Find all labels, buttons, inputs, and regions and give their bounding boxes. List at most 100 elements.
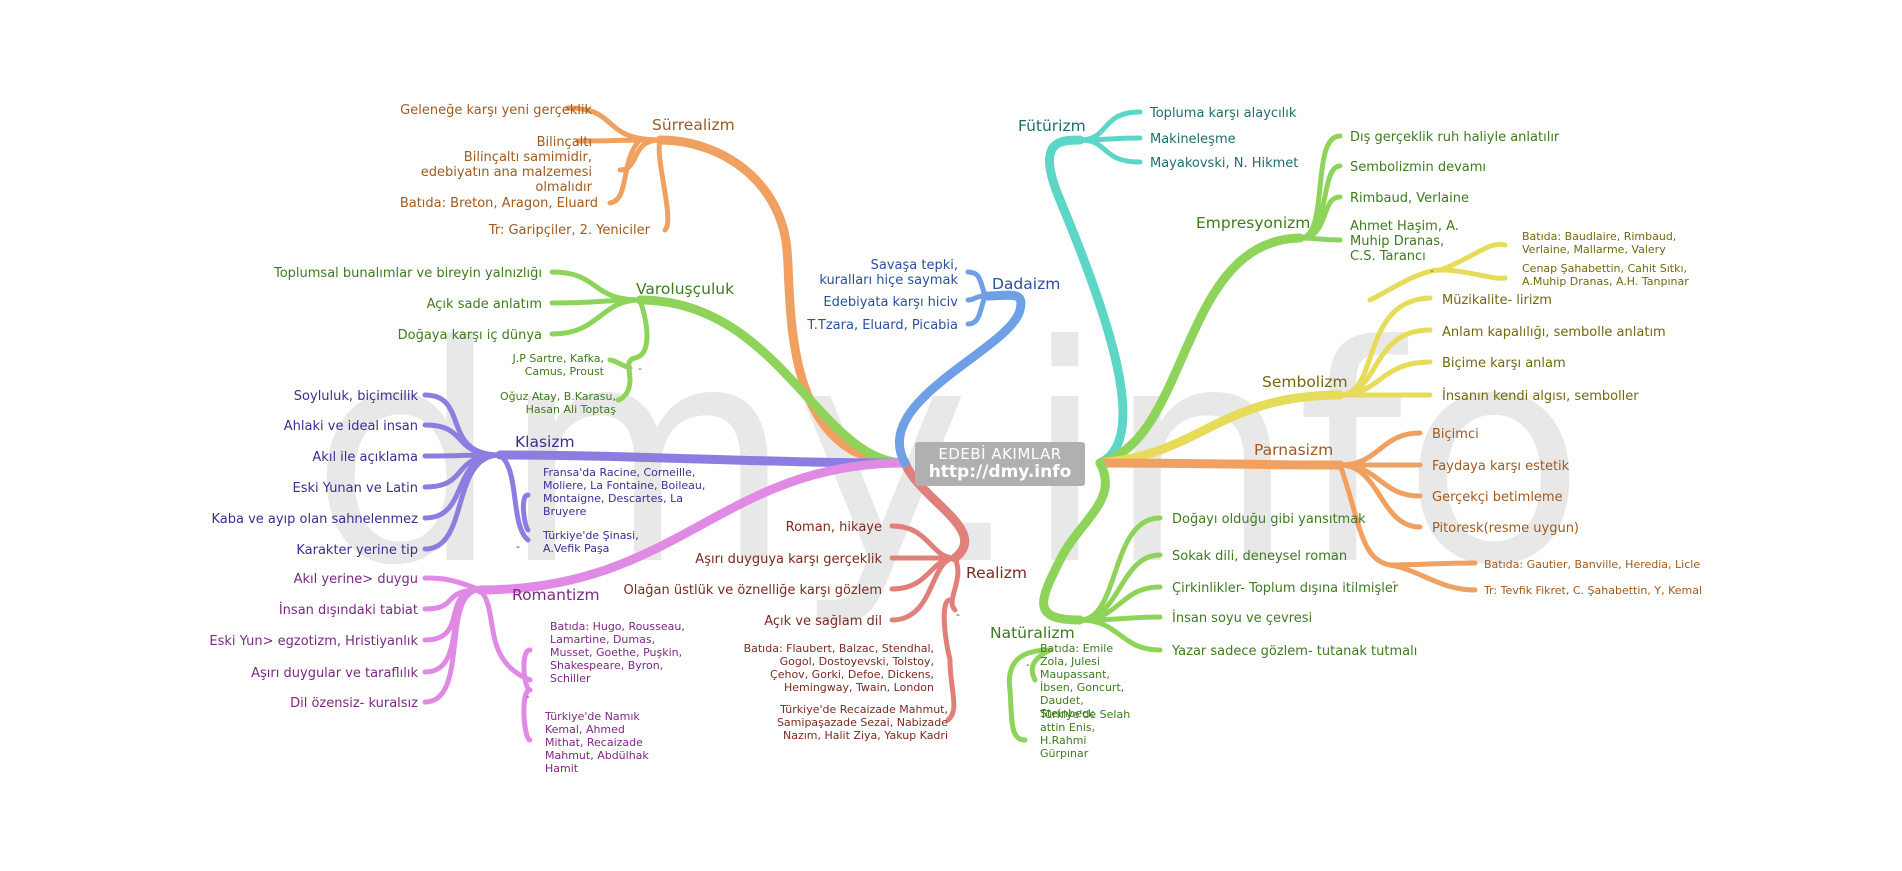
leaf-text: Edebiyata karşı hiciv bbox=[823, 295, 958, 310]
leaf-text: H.Rahmi bbox=[1040, 734, 1086, 747]
leaf-text: Batıda: Emile bbox=[1040, 642, 1113, 655]
leaf-text: Çehov, Gorki, Defoe, Dickens, bbox=[770, 668, 934, 681]
leaf-text: Aşırı duygular ve taraflılık bbox=[251, 666, 418, 681]
leaf-text: olmalıdır bbox=[535, 180, 592, 195]
leaf-text: Steinbeck bbox=[1040, 707, 1095, 720]
leaf-text: Batıda: Baudlaire, Rimbaud, bbox=[1522, 230, 1676, 243]
leaf-text: Maupassant, bbox=[1040, 668, 1110, 681]
leaf-text: Sembolizmin devamı bbox=[1350, 160, 1486, 175]
leaf-text: A.Muhip Dranas, A.H. Tanpınar bbox=[1522, 275, 1689, 288]
leaf-text: Ahlaki ve ideal insan bbox=[284, 419, 418, 434]
leaf-text: Doğaya karşı iç dünya bbox=[398, 328, 542, 343]
leaf-text: Olağan üstlük ve öznelliğe karşı gözlem bbox=[623, 583, 882, 598]
leaf-text: Dil özensiz- kuralsız bbox=[290, 696, 418, 711]
leaf-text: Karakter yerine tip bbox=[296, 543, 418, 558]
branch-label-dadaizm: Dadaizm bbox=[992, 275, 1060, 293]
leaf-text: Toplumsal bunalımlar ve bireyin yalnızlı… bbox=[273, 266, 542, 281]
branch-label-sembolizm: Sembolizm bbox=[1262, 373, 1348, 391]
leaf-text: Verlaine, Mallarme, Valery bbox=[1522, 243, 1666, 256]
leaf-text: Hamit bbox=[545, 762, 579, 775]
leaf-text: Eski Yun> egzotizm, Hristiyanlık bbox=[209, 634, 418, 649]
dash-text: - bbox=[1392, 575, 1396, 588]
leaf-text: Batıda: Hugo, Rousseau, bbox=[550, 620, 685, 633]
leaf-text: Daudet, bbox=[1040, 694, 1084, 707]
leaf-text: A.Vefik Paşa bbox=[543, 542, 609, 555]
leaf-text: edebiyatın ana malzemesi bbox=[421, 165, 592, 180]
branch-dadaizm: Dadaizm Savaşa tepki, kuralları hiçe say… bbox=[806, 258, 1060, 468]
leaf-text: Kemal, Ahmed bbox=[545, 723, 625, 736]
leaf-text: Dış gerçeklik ruh haliyle anlatılır bbox=[1350, 130, 1560, 145]
leaf-text: Pitoresk(resme uygun) bbox=[1432, 521, 1579, 536]
branch-label-surrealizm: Sürrealizm bbox=[652, 116, 735, 134]
leaf-text: Bilinçaltı bbox=[537, 135, 592, 150]
branch-empresyonizm: Empresyonizm Dış gerçeklik ruh haliyle a… bbox=[1095, 130, 1560, 468]
leaf-text: Batıda: Gautier, Banville, Heredia, Licl… bbox=[1484, 558, 1700, 571]
leaf-text: Eski Yunan ve Latin bbox=[292, 481, 418, 496]
central-topic-url: http://dmy.info bbox=[928, 462, 1072, 482]
leaf-text: Savaşa tepki, bbox=[871, 258, 958, 273]
leaf-text: Kaba ve ayıp olan sahnelenmez bbox=[211, 512, 418, 527]
leaf-text: Samipaşazade Sezai, Nabizade bbox=[777, 716, 948, 729]
leaf-text: Sokak dili, deneysel roman bbox=[1172, 549, 1347, 564]
leaf-text: Akıl yerine> duygu bbox=[294, 572, 418, 587]
leaf-text: Mayakovski, N. Hikmet bbox=[1150, 156, 1298, 171]
leaf-text: Batıda: Flaubert, Balzac, Stendhal, bbox=[744, 642, 934, 655]
branch-label-varolusculuk: Varoluşçuluk bbox=[636, 280, 734, 298]
branch-label-futurizm: Fütürizm bbox=[1018, 117, 1086, 135]
leaf-text: Hasan Ali Toptaş bbox=[526, 403, 617, 416]
central-topic: EDEBİ AKIMLAR http://dmy.info bbox=[915, 442, 1085, 486]
leaf-text: Schiller bbox=[550, 672, 591, 685]
leaf-text: Türkiye'de Recaizade Mahmut, bbox=[779, 703, 948, 716]
dash-text: - bbox=[1026, 658, 1030, 671]
leaf-text: Tr: Tevfik Fikret, C. Şahabettin, Y, Kem… bbox=[1483, 584, 1702, 597]
leaf-text: Mahmut, Abdülhak bbox=[545, 749, 649, 762]
leaf-text: İbsen, Goncurt, bbox=[1040, 681, 1124, 694]
leaf-text: Zola, Julesi bbox=[1040, 655, 1100, 668]
leaf-text: Aşırı duyguya karşı gerçeklik bbox=[695, 552, 882, 567]
leaf-text: Doğayı olduğu gibi yansıtmak bbox=[1172, 512, 1366, 527]
leaf-text: Moliere, La Fontaine, Boileau, bbox=[543, 479, 705, 492]
leaf-text: C.S. Tarancı bbox=[1350, 249, 1426, 264]
leaf-text: attin Enis, bbox=[1040, 721, 1095, 734]
leaf-text: Nazım, Halit Ziya, Yakup Kadri bbox=[783, 729, 948, 742]
branch-klasizm: Klasizm Soyluluk, biçimcilik Ahlaki ve i… bbox=[211, 389, 910, 558]
branch-label-parnasizm: Parnasizm bbox=[1254, 441, 1333, 459]
leaf-text: Camus, Proust bbox=[525, 365, 605, 378]
leaf-text: Montaigne, Descartes, La bbox=[543, 492, 683, 505]
leaf-text: Rimbaud, Verlaine bbox=[1350, 191, 1469, 206]
leaf-text: Açık ve sağlam dil bbox=[764, 614, 882, 629]
leaf-text: Açık sade anlatım bbox=[427, 297, 542, 312]
leaf-text: Lamartine, Dumas, bbox=[550, 633, 655, 646]
branch-parnasizm: Parnasizm Biçimci Faydaya karşı estetik … bbox=[1095, 427, 1702, 597]
branch-naturalizm: Natüralizm Doğayı olduğu gibi yansıtmak … bbox=[990, 458, 1417, 760]
leaf-text: Türkiye'de Şinasi, bbox=[542, 529, 639, 542]
leaf-text: Roman, hikaye bbox=[786, 520, 882, 535]
leaf-text: Tr: Garipçiler, 2. Yeniciler bbox=[488, 223, 651, 238]
leaf-text: Biçimci bbox=[1432, 427, 1479, 442]
branch-varolusculuk: Varoluşçuluk Toplumsal bunalımlar ve bir… bbox=[273, 266, 910, 468]
branch-surrealizm: Sürrealizm Geleneğe karşı yeni gerçeklik… bbox=[400, 103, 910, 468]
leaf-text: Çirkinlikler- Toplum dışına itilmişler bbox=[1172, 581, 1399, 596]
leaf-text: Biçime karşı anlam bbox=[1442, 356, 1566, 371]
dash-text: - bbox=[516, 540, 520, 553]
branch-sembolizm: Sembolizm Müzikalite- lirizm Anlam kapal… bbox=[1095, 230, 1689, 468]
leaf-text: Musset, Goethe, Puşkin, bbox=[550, 646, 682, 659]
leaf-text: Batıda: Breton, Aragon, Eluard bbox=[400, 196, 598, 211]
leaf-text: Cenap Şahabettin, Cahit Sıtkı, bbox=[1522, 262, 1687, 275]
leaf-text: Gogol, Dostoyevski, Tolstoy, bbox=[780, 655, 934, 668]
leaf-text: Anlam kapalılığı, sembolle anlatım bbox=[1442, 325, 1666, 340]
branch-futurizm: Fütürizm Topluma karşı alaycılık Makinel… bbox=[1018, 106, 1298, 468]
leaf-text: Gürpınar bbox=[1040, 747, 1089, 760]
leaf-text: Bruyere bbox=[543, 505, 587, 518]
leaf-text: Shakespeare, Byron, bbox=[550, 659, 663, 672]
dash-text: - bbox=[638, 362, 642, 375]
leaf-text: Hemingway, Twain, London bbox=[784, 681, 934, 694]
leaf-text: İnsan dışındaki tabiat bbox=[279, 602, 418, 618]
leaf-text: Geleneğe karşı yeni gerçeklik bbox=[400, 103, 592, 118]
leaf-text: Soyluluk, biçimcilik bbox=[294, 389, 419, 404]
leaf-text: İnsanın kendi algısı, semboller bbox=[1442, 388, 1639, 404]
leaf-text: Bilinçaltı samimidir, bbox=[464, 150, 592, 165]
leaf-text: T.Tzara, Eluard, Picabia bbox=[806, 318, 958, 333]
leaf-text: Fransa'da Racine, Corneille, bbox=[543, 466, 695, 479]
